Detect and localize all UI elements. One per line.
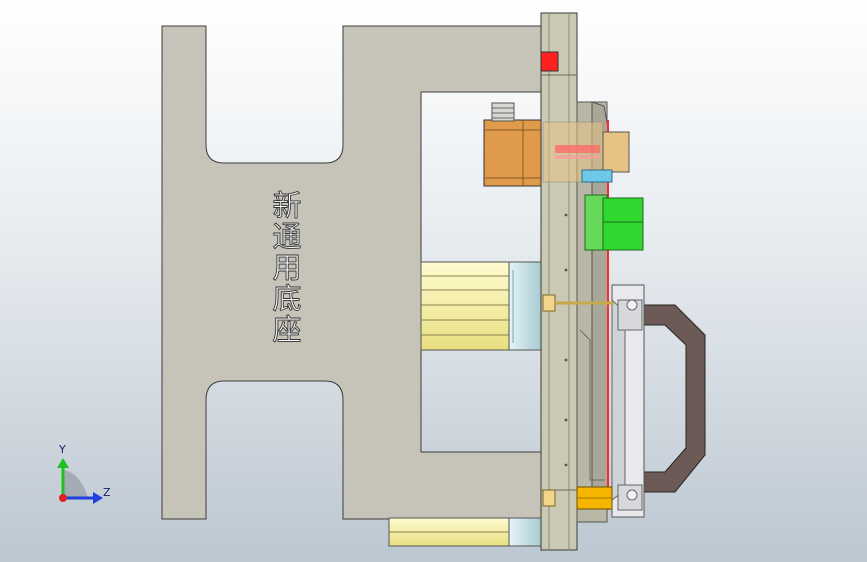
base-name-label: 新通用底座: [268, 190, 303, 346]
vertical-plate: [540, 12, 578, 551]
guide-rod-bottom: [388, 517, 542, 547]
base-plate: [161, 25, 546, 520]
bolts: [542, 294, 614, 510]
axis-z-label: Z: [103, 486, 111, 499]
axis-y-label: Y: [59, 443, 66, 456]
green-block: [584, 194, 644, 251]
orange-cylinder: [483, 102, 545, 187]
pin-assembly: [542, 121, 630, 183]
guide-rod-middle: [420, 261, 542, 351]
handle-assembly: [611, 284, 706, 518]
